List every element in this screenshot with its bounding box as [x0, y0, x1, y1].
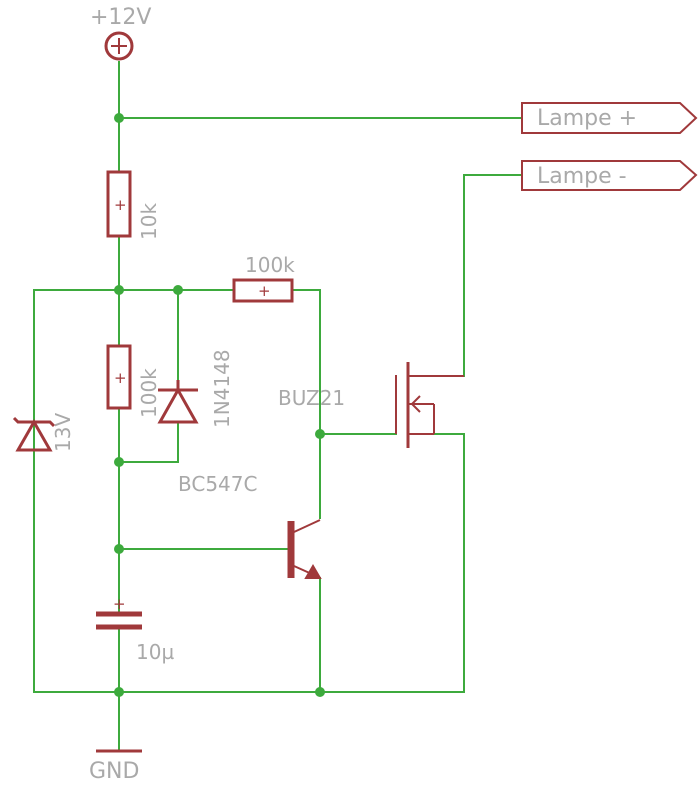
junction-dot	[315, 429, 325, 439]
capacitor-polarity-mark: +	[113, 595, 126, 613]
output-label: Lampe -	[537, 164, 627, 189]
resistor-mark: +	[114, 196, 127, 214]
resistor-mark: +	[114, 369, 127, 387]
junction-dot	[173, 285, 183, 295]
wires	[33, 61, 523, 751]
c1-value: 10µ	[136, 640, 174, 664]
q1-part: BC547C	[178, 472, 257, 496]
junction-dot	[114, 687, 124, 697]
junction-dot	[114, 113, 124, 123]
junction-dot	[114, 544, 124, 554]
output-label: Lampe +	[537, 106, 637, 131]
r2-value: 100k	[137, 368, 161, 418]
supply-label: +12V	[90, 5, 151, 30]
m1-part: BUZ21	[278, 386, 345, 410]
resistor-r3: + 100k	[232, 253, 295, 303]
resistor-body-icon	[106, 170, 132, 238]
r1-value: 10k	[137, 203, 161, 240]
transistor-emitter-arrow-icon	[304, 564, 322, 579]
ground-label: GND	[89, 759, 139, 784]
resistor-mark: +	[258, 282, 271, 300]
zener-dz: 13V	[12, 413, 75, 452]
output-lampe-minus: Lampe -	[521, 160, 698, 191]
supply-symbol: +12V	[90, 5, 151, 61]
d1-part: 1N4148	[210, 349, 234, 428]
resistor-body-icon	[232, 278, 294, 303]
diode-triangle-icon	[157, 386, 199, 424]
junction-dot	[315, 687, 325, 697]
connector-arrow-icon	[521, 102, 698, 134]
capacitor-c1: + 10µ	[96, 595, 174, 664]
junctions	[114, 113, 325, 697]
r3-value: 100k	[245, 253, 295, 277]
transistor-q1: BC547C	[178, 472, 322, 579]
mosfet-m1: BUZ21	[278, 362, 464, 448]
zener-cathode-bar	[12, 416, 56, 428]
diode-d1: 1N4148	[157, 349, 234, 428]
transistor-collector	[293, 519, 321, 533]
supply-terminal-icon	[104, 31, 134, 61]
wire-mosfet-source	[423, 433, 465, 693]
resistor-r2: + 100k	[106, 344, 161, 418]
mosfet-arrow-icon	[410, 395, 421, 413]
dz-value: 13V	[51, 413, 75, 452]
wire-lampe-minus	[463, 174, 523, 377]
zener-triangle-icon	[15, 418, 53, 452]
output-lampe-plus: Lampe +	[521, 102, 698, 134]
wire-r3-to-drain	[291, 289, 321, 519]
resistor-r1: + 10k	[106, 170, 161, 240]
wire-diode-down	[118, 423, 179, 463]
junction-dot	[114, 457, 124, 467]
junction-dot	[114, 285, 124, 295]
ground-symbol: GND	[89, 749, 142, 784]
connector-arrow-icon	[521, 160, 698, 191]
resistor-body-icon	[106, 344, 132, 410]
